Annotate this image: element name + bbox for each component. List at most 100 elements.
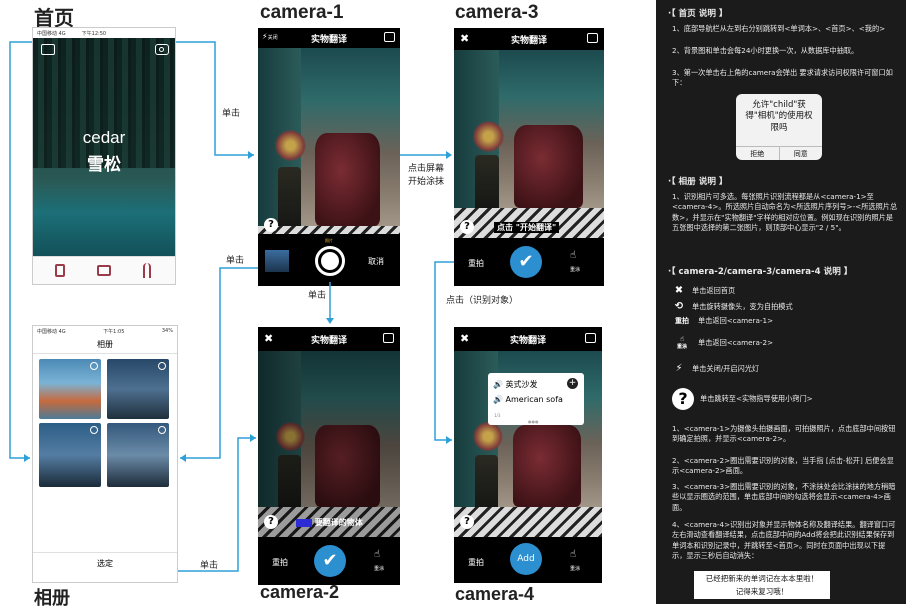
redraw-label[interactable]: 重涂 xyxy=(570,267,581,273)
bottom-nav xyxy=(33,256,175,284)
help-icon: ? xyxy=(672,388,694,410)
redraw-hand-icon[interactable]: ☝ xyxy=(374,549,381,560)
camera-note-2: 2、<camera-2>圈出需要识别的对象，当手指 [点击-松开] 后便会显示<… xyxy=(672,456,894,476)
help-icon[interactable]: ? xyxy=(460,515,474,529)
switch-camera-icon[interactable] xyxy=(587,33,598,43)
camera-4-title: 实物翻译 xyxy=(509,335,546,346)
cancel-button[interactable]: 取消 xyxy=(368,257,384,266)
home-screen: 中国移动 4G 下午12:50 cedar 雪松 xyxy=(32,27,176,285)
profile-icon[interactable] xyxy=(143,263,151,278)
arrow-label-3: 单击 xyxy=(308,291,327,301)
legend-flash-text: 单击关闭/开启闪光灯 xyxy=(692,364,760,374)
home-word-en: cedar xyxy=(82,128,126,147)
legend-help-text: 单击跳转至<实物指导使用小窍门> xyxy=(700,393,813,403)
camera-4-bottombar: 重拍 Add ☝ 重涂 xyxy=(454,537,602,583)
camera-icon[interactable] xyxy=(155,44,169,55)
home-word-cn: 雪松 xyxy=(87,155,121,175)
album-status-time: 下午1:05 xyxy=(103,328,125,335)
permission-dialog-text: 允许"child"获得"相机"的使用权限吗 xyxy=(745,100,813,133)
add-button[interactable]: Add xyxy=(510,543,542,575)
arrow-cam1-to-album xyxy=(180,267,258,459)
retake-button[interactable]: 重拍 xyxy=(272,558,288,567)
popup-en-row: 🔊 American sofa xyxy=(493,395,563,404)
camera-3-screen: 实物翻译 ✖ ? 点击 "开始翻译" 重拍 ✔ ☝ 重涂 xyxy=(454,28,604,286)
last-photo-thumb[interactable] xyxy=(265,250,289,272)
redraw-icon-label: 重涂 xyxy=(676,344,687,350)
help-icon[interactable]: ? xyxy=(264,515,278,529)
help-icon[interactable]: ? xyxy=(264,218,278,232)
redraw-label[interactable]: 重涂 xyxy=(570,566,581,572)
camera-2-viewfinder[interactable] xyxy=(258,351,400,537)
allow-button[interactable]: 同意 xyxy=(793,150,808,158)
object-hint-text: 要翻译的物体 xyxy=(314,518,363,527)
title-camera-3: camera-3 xyxy=(455,2,539,23)
confirm-check-button[interactable]: ✔ xyxy=(314,545,346,577)
start-translate-hint: 点击 "开始翻译" xyxy=(494,222,560,233)
home-note-1: 1、底部导航栏从左到右分别跳转到<单词本>、<首页>、<我的> xyxy=(672,24,886,33)
status-carrier: 中国移动 4G xyxy=(37,30,66,37)
album-photo-4[interactable] xyxy=(107,423,169,487)
camera-1-viewfinder[interactable] xyxy=(258,48,400,260)
switch-camera-icon: ⟲ xyxy=(674,301,684,312)
switch-camera-icon[interactable] xyxy=(585,333,596,343)
add-plus-icon[interactable]: + xyxy=(567,378,578,389)
home-nav-icon[interactable] xyxy=(97,265,111,276)
notes-panel: ·【 首页 说明 】 1、底部导航栏从左到右分别跳转到<单词本>、<首页>、<我… xyxy=(656,0,906,604)
select-button[interactable]: 选定 xyxy=(33,552,177,574)
legend-switch: ⟲ 单击旋转摄像头，变为自拍模式 xyxy=(672,300,793,315)
help-icon[interactable]: ? xyxy=(460,220,474,234)
translation-popup[interactable]: 🔊 英式沙发 + 🔊 American sofa 1/3 ●●● xyxy=(488,373,584,425)
album-note: 1、识别相片可多选。每张照片识别流程都是从<camera-1>至<camera-… xyxy=(672,192,898,233)
arrow-label-5: 点击（识别对象） xyxy=(446,296,519,306)
wordbook-icon[interactable] xyxy=(55,264,65,277)
camera-3-bottombar: 重拍 ✔ ☝ 重涂 xyxy=(454,238,604,286)
camera-3-viewfinder[interactable] xyxy=(454,50,604,238)
arrow-home-to-cam1 xyxy=(176,41,254,156)
album-screen: 中国移动 4G 下午1:05 34% 相册 选定 xyxy=(32,325,178,583)
arrow-cam3-to-cam4 xyxy=(434,261,454,441)
redraw-hand-icon[interactable]: ☝ xyxy=(570,549,577,560)
legend-help: ? 单击跳转至<实物指导使用小窍门> xyxy=(672,388,813,410)
arrow-label-6: 单击 xyxy=(200,561,219,571)
redraw-label[interactable]: 重涂 xyxy=(374,566,385,572)
close-icon[interactable]: ✖ xyxy=(264,332,274,345)
popup-cn-row: 🔊 英式沙发 xyxy=(493,380,538,389)
album-status-battery: 34% xyxy=(161,328,173,334)
forest-image xyxy=(33,38,175,168)
legend-retake: 重拍单击返回<camera-1> xyxy=(672,316,773,326)
arrow-label-4: 点击屏幕 开始涂抹 xyxy=(408,164,445,187)
title-camera-2: camera-2 xyxy=(260,582,340,602)
legend-switch-text: 单击旋转摄像头，变为自拍模式 xyxy=(692,302,793,312)
shutter-button[interactable] xyxy=(315,246,345,276)
retake-button[interactable]: 重拍 xyxy=(468,259,484,268)
title-album: 相册 xyxy=(34,588,70,608)
deny-button[interactable]: 拒绝 xyxy=(736,147,780,160)
album-photo-2[interactable] xyxy=(107,359,169,419)
title-camera-4: camera-4 xyxy=(455,584,535,604)
gallery-icon[interactable] xyxy=(41,44,55,55)
flash-icon[interactable]: ⚡关闭 xyxy=(262,32,278,41)
switch-camera-icon[interactable] xyxy=(383,333,394,343)
retake-button[interactable]: 重拍 xyxy=(468,558,484,567)
camera-4-topbar: 实物翻译 xyxy=(454,327,602,351)
album-photo-1[interactable] xyxy=(39,359,101,419)
highlight-swatch xyxy=(296,518,312,527)
close-icon[interactable]: ✖ xyxy=(460,32,470,45)
home-note-2: 2、背景图和单击会每24小时更换一次，从数据库中抽取。 xyxy=(672,46,859,55)
camera-note-4: 4、<camera-4>识别出对象并显示物体名称及翻译结果。翻译窗口可左右滑动查… xyxy=(672,520,896,561)
arrow-home-to-album xyxy=(9,41,32,459)
camera-2-bottombar: 重拍 ✔ ☝ 重涂 xyxy=(258,537,400,585)
redraw-hand-icon[interactable]: ☝ xyxy=(570,250,577,261)
switch-camera-icon[interactable] xyxy=(384,32,395,42)
close-icon[interactable]: ✖ xyxy=(460,332,470,345)
home-note-3: 3、第一次单击右上角的camera会弹出 要求请求访问权限许可窗口如下： xyxy=(672,68,893,88)
legend-close: ✖ 单击返回首页 xyxy=(672,284,735,299)
popup-page: 1/3 xyxy=(494,413,501,418)
close-icon: ✖ xyxy=(674,285,684,296)
album-photo-3[interactable] xyxy=(39,423,101,487)
camera-note-3: 3、<camera-3>圈出需要识别的对象，不涂抹处会比涂抹的地方稍暗些以显示圈… xyxy=(672,482,896,512)
confirm-check-button[interactable]: ✔ xyxy=(510,246,542,278)
legend-close-text: 单击返回首页 xyxy=(692,286,736,296)
camera-3-topbar: 实物翻译 xyxy=(454,28,604,50)
flow-arrows xyxy=(9,41,454,572)
